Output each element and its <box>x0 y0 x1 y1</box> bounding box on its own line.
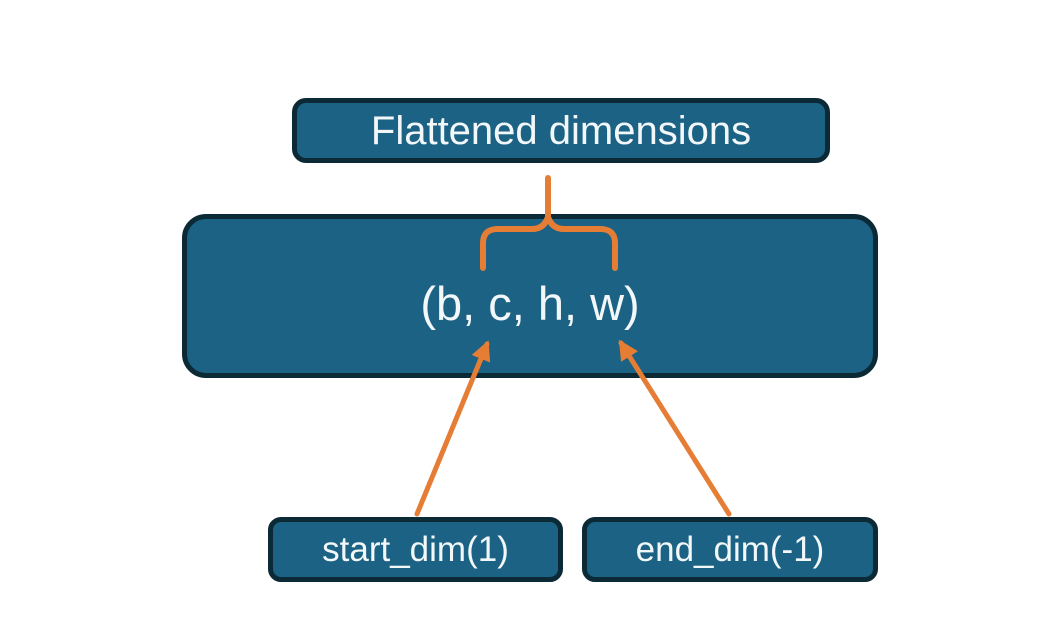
tensor-shape-node: (b, c, h, w) <box>182 214 878 378</box>
end-dim-node: end_dim(-1) <box>582 517 878 582</box>
start-dim-label: start_dim(1) <box>322 530 509 569</box>
tensor-shape-label: (b, c, h, w) <box>420 276 640 330</box>
flattened-dimensions-node: Flattened dimensions <box>292 98 830 163</box>
start-dim-node: start_dim(1) <box>268 517 563 582</box>
flattened-dimensions-label: Flattened dimensions <box>370 108 752 153</box>
end-dim-label: end_dim(-1) <box>635 530 825 569</box>
